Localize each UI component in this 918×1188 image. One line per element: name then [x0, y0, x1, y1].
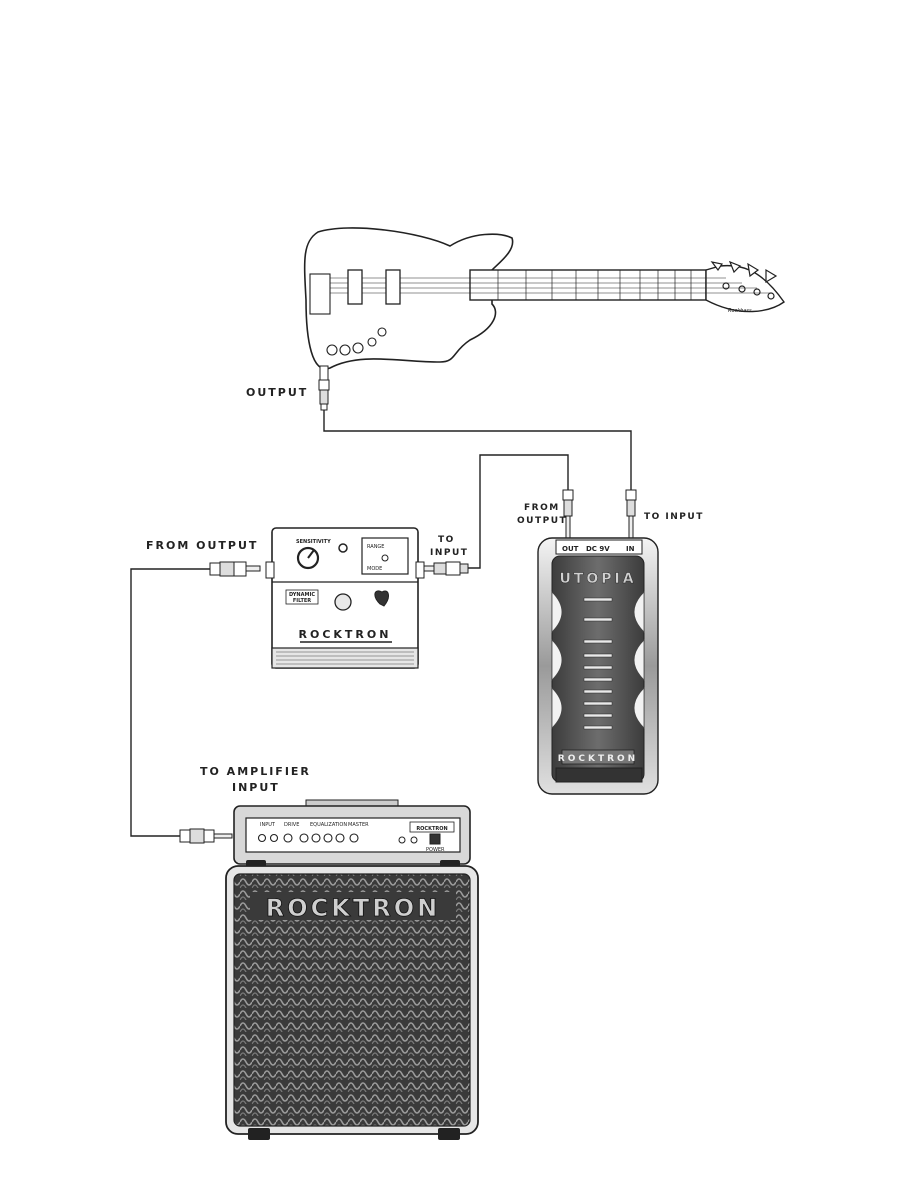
utopia-jack-in: IN	[626, 545, 635, 553]
amp-cabinet-foot-left	[248, 1128, 270, 1140]
output-plug	[319, 380, 329, 410]
guitar-neck	[470, 270, 706, 300]
filter-knob-label: SENSITIVITY	[296, 539, 331, 545]
filter-mode-switch	[382, 555, 388, 561]
label-filter-from-output: FROM OUTPUT	[146, 539, 258, 552]
filter-output-plug	[210, 562, 260, 576]
filter-name-line2: FILTER	[293, 598, 311, 604]
label-amp-line1: TO AMPLIFIER	[200, 765, 311, 778]
cable-guitar-to-utopia	[324, 410, 631, 490]
utopia-brand: ROCKTRON	[558, 754, 638, 764]
cable-filter-to-amp	[131, 569, 210, 836]
label-guitar-output: OUTPUT	[246, 386, 308, 399]
amp-power-label: POWER	[426, 847, 445, 853]
pickup-bridge	[348, 270, 362, 304]
filter-side-jack-right	[416, 562, 424, 578]
amp-input-plug	[180, 829, 232, 843]
filter-brand: ROCKTRON	[299, 628, 392, 641]
utopia-pedal: FROM OUTPUT TO INPUT OUT DC 9V IN UTOPIA…	[517, 490, 704, 794]
amp-section-eq: EQUALIZATION	[310, 822, 347, 828]
label-utopia-to-input: TO INPUT	[644, 512, 704, 522]
bass-guitar: Rockbass OUTPUT	[246, 228, 784, 410]
utopia-title: UTOPIA	[559, 571, 636, 587]
filter-side-jack-left	[266, 562, 274, 578]
amp-section-drive: DRIVE	[284, 822, 299, 828]
amp-cabinet-foot-right	[438, 1128, 460, 1140]
dynamic-filter-pedal: TO INPUT FROM OUTPUT SENSITIVITY RANGE M…	[146, 528, 468, 668]
label-utopia-from: FROM	[524, 503, 560, 513]
utopia-base	[556, 768, 642, 782]
amp-section-input: INPUT	[260, 822, 276, 828]
utopia-jack-dc: DC 9V	[586, 545, 610, 553]
pickup-neck	[386, 270, 400, 304]
amp-power-switch	[430, 834, 440, 844]
label-filter-input: INPUT	[430, 548, 468, 558]
guitar-output-jack	[320, 366, 328, 380]
amplifier: TO AMPLIFIER INPUT INPUT DRIVE EQUALIZAT…	[180, 765, 478, 1140]
guitar-bridge	[310, 274, 330, 314]
filter-footswitch	[335, 594, 351, 610]
utopia-in-plug	[626, 490, 636, 538]
filter-input-plug	[422, 562, 468, 575]
amp-head-brand: ROCKTRON	[416, 826, 447, 832]
filter-switch-mode: MODE	[367, 566, 382, 572]
headstock-logo: Rockbass	[728, 308, 752, 314]
utopia-out-plug	[563, 490, 573, 538]
filter-base	[272, 648, 418, 668]
label-utopia-output: OUTPUT	[517, 516, 567, 526]
label-amp-line2: INPUT	[232, 781, 280, 794]
utopia-jack-out: OUT	[562, 545, 579, 553]
amp-cabinet-brand: ROCKTRON	[266, 894, 440, 922]
amp-section-master: MASTER	[348, 822, 369, 828]
label-filter-to: TO	[438, 535, 455, 545]
filter-led	[339, 544, 347, 552]
filter-switch-range: RANGE	[367, 544, 384, 550]
